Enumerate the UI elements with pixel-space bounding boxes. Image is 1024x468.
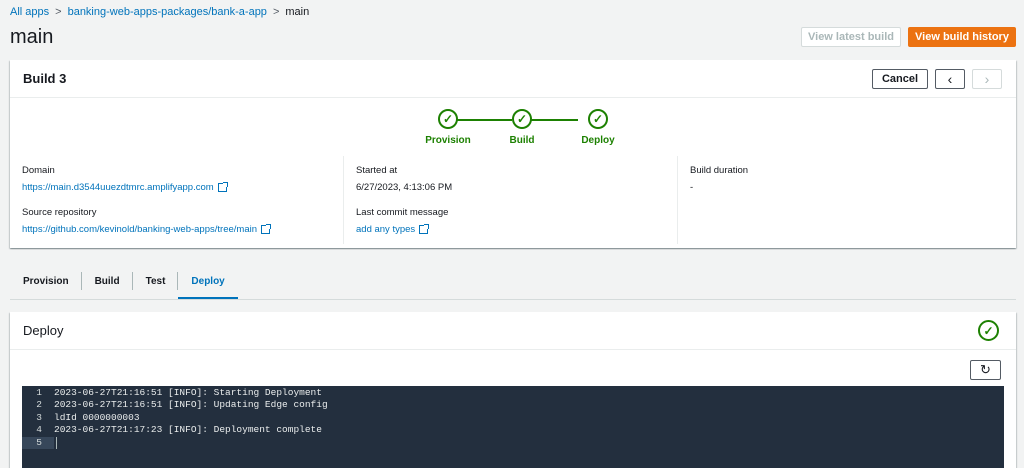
build-details: Domain https://main.d3544uuezdtmrc.ampli… bbox=[10, 156, 1016, 246]
external-link-icon[interactable] bbox=[419, 224, 430, 234]
log-line-text: 2023-06-27T21:17:23 [INFO]: Deployment c… bbox=[54, 424, 322, 436]
step-connector bbox=[528, 119, 578, 121]
build-duration-label: Build duration bbox=[690, 165, 749, 176]
log-line: 5 bbox=[22, 436, 1004, 449]
breadcrumb-app[interactable]: banking-web-apps-packages/bank-a-app bbox=[67, 6, 267, 18]
log-line-number: 1 bbox=[36, 387, 42, 398]
log-line: 3 ldId 0000000003 bbox=[22, 412, 1004, 424]
build-phase-tabs: Provision Build Test Deploy bbox=[10, 270, 1016, 300]
details-column-commit: Started at 6/27/2023, 4:13:06 PM Last co… bbox=[343, 156, 677, 244]
check-icon: ✓ bbox=[588, 109, 608, 129]
next-build-button[interactable]: › bbox=[972, 69, 1002, 89]
log-line-number: 2 bbox=[36, 399, 42, 411]
build-stepper: ✓ Provision ✓ Build ✓ Deploy bbox=[410, 109, 620, 149]
chevron-right-icon: > bbox=[272, 6, 280, 18]
source-repository-label: Source repository bbox=[22, 207, 97, 218]
view-build-history-button[interactable]: View build history bbox=[908, 27, 1016, 47]
started-at-label: Started at bbox=[356, 165, 398, 176]
log-line-text: 2023-06-27T21:16:51 [INFO]: Starting Dep… bbox=[54, 387, 322, 398]
step-label: Provision bbox=[425, 135, 471, 146]
external-link-icon[interactable] bbox=[217, 182, 228, 192]
deploy-log-console[interactable]: 1 2023-06-27T21:16:51 [INFO]: Starting D… bbox=[22, 386, 1004, 468]
step-build: ✓ Build bbox=[492, 109, 552, 146]
log-line: 4 2023-06-27T21:17:23 [INFO]: Deployment… bbox=[22, 424, 1004, 436]
view-latest-build-button[interactable]: View latest build bbox=[801, 27, 901, 47]
previous-build-button[interactable]: ‹ bbox=[935, 69, 965, 89]
build-title: Build 3 bbox=[10, 60, 1016, 98]
chevron-right-icon: › bbox=[984, 71, 990, 87]
details-column-source: Domain https://main.d3544uuezdtmrc.ampli… bbox=[10, 156, 343, 244]
started-at-value: 6/27/2023, 4:13:06 PM bbox=[356, 182, 453, 193]
source-repository-link[interactable]: https://github.com/kevinold/banking-web-… bbox=[22, 224, 257, 235]
tab-provision[interactable]: Provision bbox=[10, 270, 82, 299]
tab-build[interactable]: Build bbox=[82, 270, 133, 299]
deploy-panel: Deploy ✓ ↻ 1 2023-06-27T21:16:51 [INFO]:… bbox=[10, 312, 1016, 468]
log-line: 2 2023-06-27T21:16:51 [INFO]: Updating E… bbox=[22, 399, 1004, 411]
log-line-number: 3 bbox=[36, 411, 42, 423]
breadcrumb: All apps > banking-web-apps-packages/ban… bbox=[10, 6, 309, 18]
step-deploy: ✓ Deploy bbox=[568, 109, 628, 146]
build-panel: Build 3 Cancel ‹ › ✓ Provision ✓ Build ✓… bbox=[10, 60, 1016, 248]
page-title: main bbox=[10, 26, 54, 48]
step-label: Build bbox=[509, 135, 535, 146]
tab-deploy[interactable]: Deploy bbox=[178, 270, 238, 299]
log-line-text: 2023-06-27T21:16:51 [INFO]: Updating Edg… bbox=[54, 399, 328, 411]
check-icon: ✓ bbox=[512, 109, 532, 129]
chevron-right-icon: > bbox=[55, 6, 62, 18]
last-commit-label: Last commit message bbox=[356, 207, 449, 218]
check-icon: ✓ bbox=[438, 109, 458, 129]
success-check-icon: ✓ bbox=[978, 320, 999, 341]
log-line-text: ldId 0000000003 bbox=[54, 411, 140, 423]
chevron-left-icon: ‹ bbox=[947, 71, 953, 87]
domain-label: Domain bbox=[22, 165, 55, 176]
refresh-button[interactable]: ↻ bbox=[970, 360, 1001, 380]
domain-link[interactable]: https://main.d3544uuezdtmrc.amplifyapp.c… bbox=[22, 182, 214, 193]
log-line-number: 5 bbox=[22, 436, 54, 449]
log-line-text bbox=[56, 436, 57, 449]
details-column-duration: Build duration - bbox=[677, 156, 1016, 244]
breadcrumb-all-apps[interactable]: All apps bbox=[10, 6, 50, 18]
step-label: Deploy bbox=[581, 135, 615, 146]
step-connector bbox=[448, 119, 512, 121]
log-line-number: 4 bbox=[36, 424, 42, 436]
step-provision: ✓ Provision bbox=[418, 109, 478, 146]
last-commit-link[interactable]: add any types bbox=[356, 224, 416, 235]
refresh-icon: ↻ bbox=[980, 362, 991, 377]
log-line: 1 2023-06-27T21:16:51 [INFO]: Starting D… bbox=[22, 387, 1004, 399]
external-link-icon[interactable] bbox=[261, 224, 271, 234]
deploy-title: Deploy bbox=[10, 312, 1016, 350]
breadcrumb-current: main bbox=[285, 6, 310, 18]
cancel-button[interactable]: Cancel bbox=[872, 69, 928, 89]
tab-test[interactable]: Test bbox=[133, 270, 179, 299]
build-duration-value: - bbox=[690, 182, 694, 193]
